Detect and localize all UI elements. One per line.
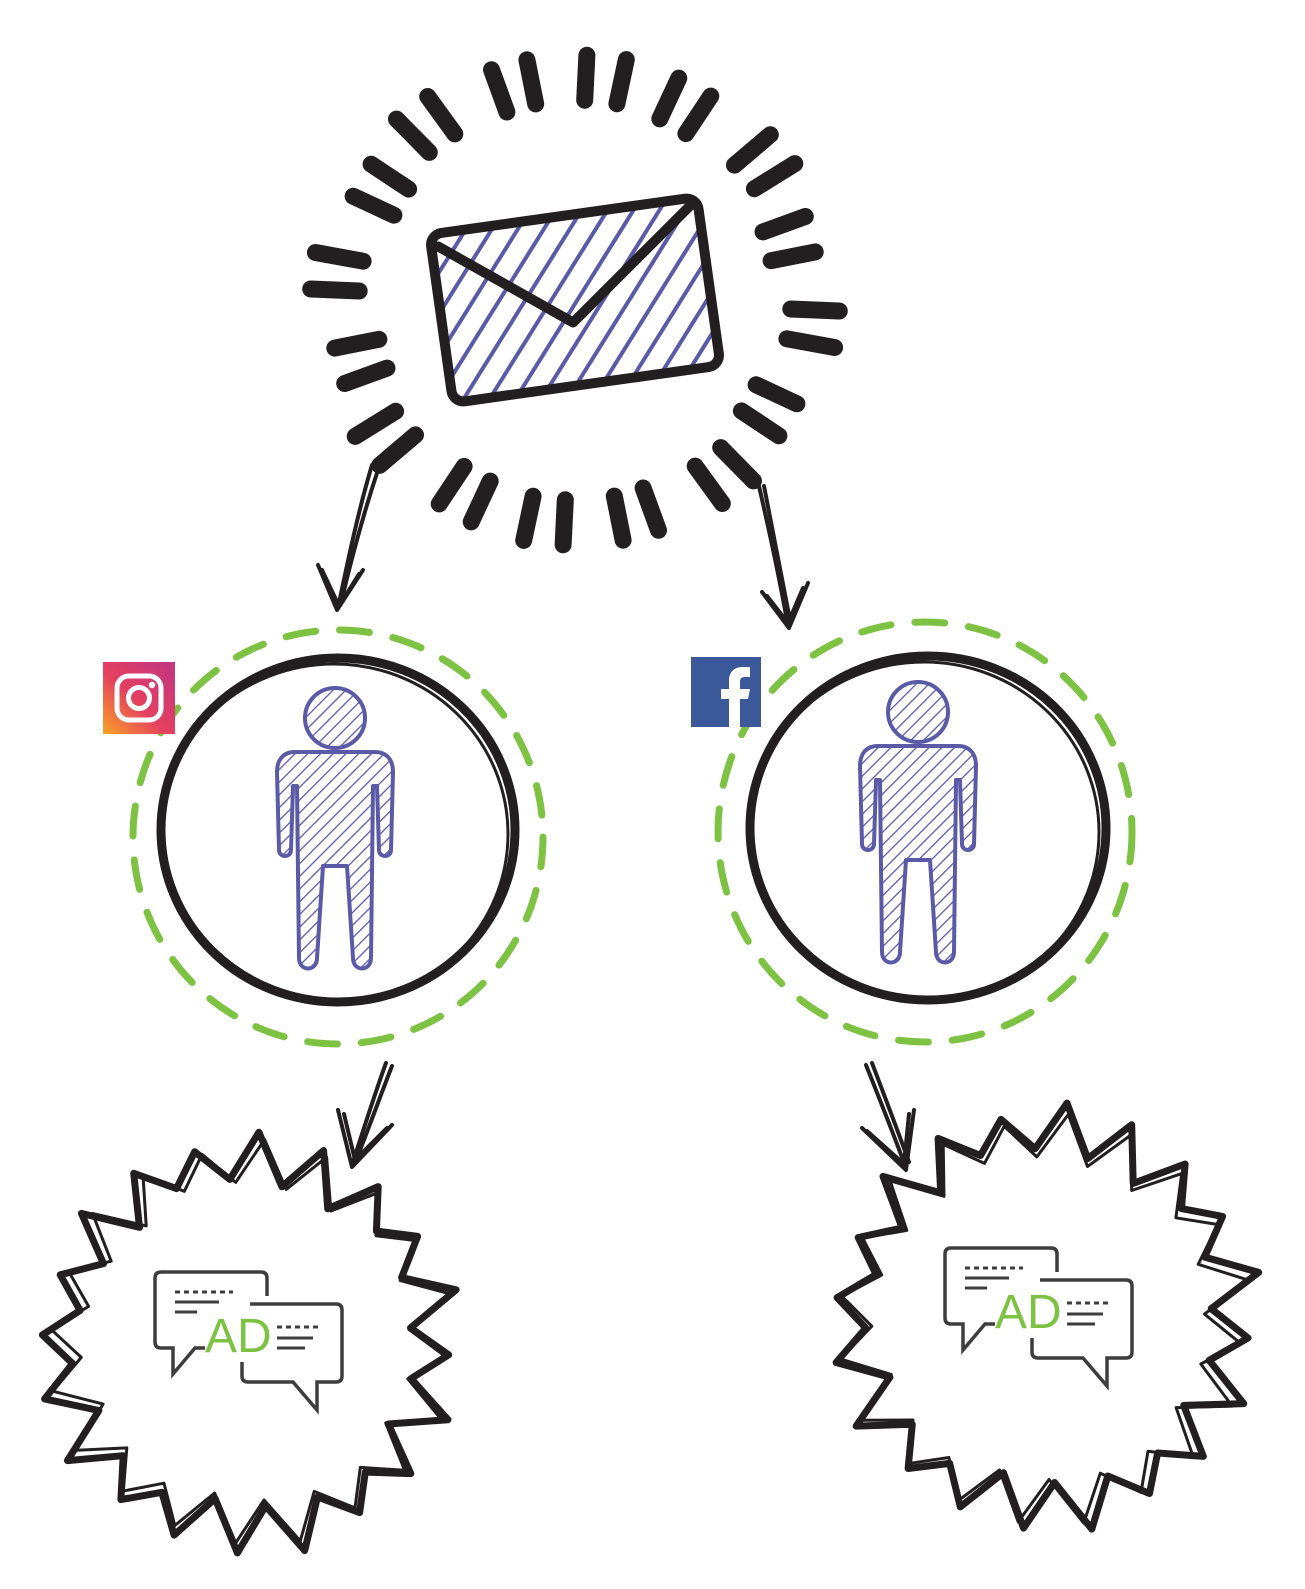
person-icon — [275, 686, 395, 971]
burst-ray — [677, 87, 720, 143]
instagram-ad-node: AD — [38, 1128, 460, 1557]
burst-ray — [782, 300, 848, 320]
burst-ray — [778, 330, 844, 356]
envelope-icon — [426, 193, 724, 407]
facebook-ad-node: AD — [832, 1099, 1263, 1533]
burst-ray — [576, 46, 596, 109]
arrow-email-to-facebook — [756, 480, 810, 630]
burst-ray — [747, 376, 806, 413]
instagram-user-node — [103, 626, 547, 1048]
burst-ray — [754, 208, 814, 241]
person-icon — [858, 680, 978, 965]
burst-ray — [651, 69, 688, 128]
burst-ray — [371, 426, 424, 474]
arrow-facebook-to-ad — [860, 1061, 916, 1172]
burst-ray — [515, 487, 542, 549]
burst-ray — [336, 359, 396, 392]
burst-ray — [462, 472, 499, 531]
burst-ray — [745, 155, 804, 198]
burst-ray — [306, 244, 372, 270]
burst-ray — [634, 479, 667, 539]
ad-burst-outline — [38, 1128, 460, 1557]
burst-ray — [302, 280, 368, 300]
burst-ray — [554, 491, 574, 554]
burst-ray — [326, 330, 388, 357]
burst-ray — [344, 187, 403, 224]
arrow-email-to-instagram — [316, 463, 380, 612]
ad-label: AD — [995, 1286, 1062, 1339]
burst-ray — [726, 126, 779, 174]
burst-ray — [430, 457, 473, 513]
burst-ray — [362, 155, 418, 198]
arrow-instagram-to-ad — [336, 1061, 394, 1169]
dashed-ring — [129, 626, 547, 1048]
ad-chat-bubbles-icon: AD — [153, 1270, 344, 1415]
dashed-ring — [714, 618, 1136, 1046]
burst-ray — [686, 457, 731, 512]
burst-ray — [732, 402, 788, 445]
burst-ray — [388, 110, 438, 161]
burst-ray — [605, 487, 632, 549]
ad-chat-bubbles-icon: AD — [943, 1246, 1134, 1391]
burst-ray — [518, 51, 545, 113]
burst-ray — [762, 243, 824, 270]
instagram-icon — [103, 662, 175, 734]
email-node — [302, 46, 848, 554]
burst-ray — [712, 439, 762, 490]
burst-ray — [346, 402, 405, 445]
burst-ray — [608, 51, 635, 113]
burst-ray — [419, 88, 464, 143]
facebook-user-node — [691, 618, 1136, 1046]
burst-ray — [483, 61, 516, 121]
ad-label: AD — [205, 1310, 272, 1363]
facebook-icon — [691, 657, 761, 727]
burst-rays — [302, 46, 848, 554]
